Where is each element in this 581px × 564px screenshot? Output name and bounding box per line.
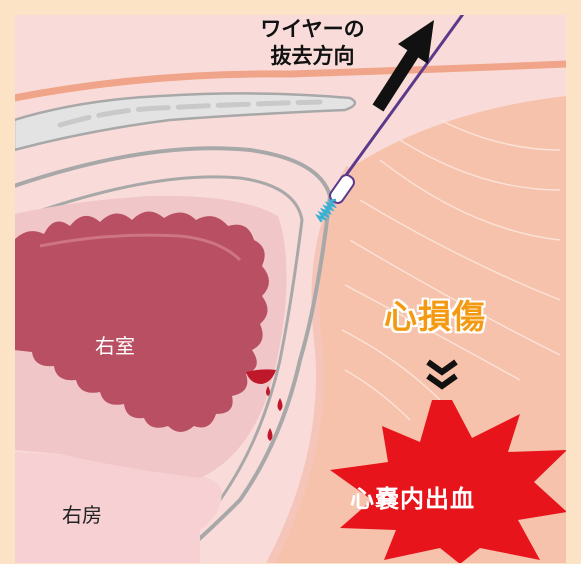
cardiac-injury-label: 心損傷 [384, 297, 486, 336]
wire-direction-line2: 抜去方向 [270, 44, 355, 68]
wire-direction-line1: ワイヤーの [260, 17, 365, 41]
frame-border [13, 13, 568, 564]
wall-injury [246, 369, 276, 384]
double-chevron-down-icon [426, 359, 458, 390]
cavity-highlight [39, 233, 242, 262]
right-atrium [14, 452, 222, 564]
blood-drop [267, 428, 273, 441]
blood-drop [266, 386, 270, 396]
wire-direction-label: ワイヤーの 抜去方向 [250, 16, 375, 70]
pericardium-line [14, 146, 333, 564]
ventricle-cavity [14, 211, 269, 432]
right-atrium-label: 右房 [62, 503, 102, 527]
blood-drop [277, 398, 283, 411]
up-right-arrow-icon [372, 20, 434, 112]
skin-line [14, 60, 567, 102]
starburst-shape [330, 400, 567, 564]
chest-wall-bone [14, 92, 357, 152]
muscle-fibers [341, 119, 561, 421]
epicardium-line [14, 175, 304, 501]
pericardial-bleeding-label: 心嚢内出血 [350, 485, 475, 513]
right-ventricle-label: 右室 [95, 334, 135, 358]
bone-texture [57, 99, 323, 128]
wire-coil [314, 198, 337, 223]
guide-wire [342, 14, 465, 179]
